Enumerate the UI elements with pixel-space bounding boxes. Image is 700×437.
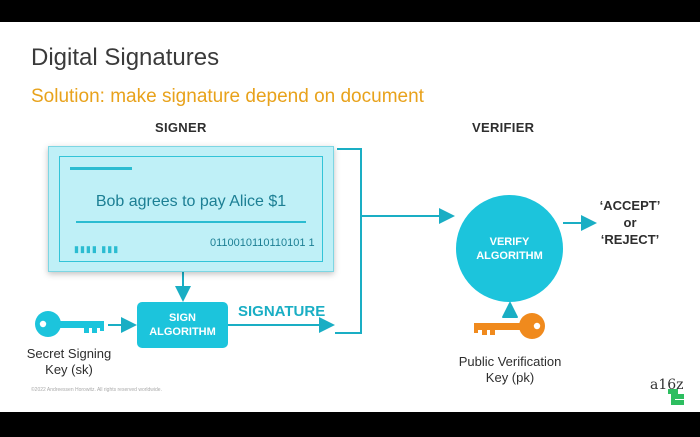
video-bottom-letterbox — [0, 412, 700, 437]
document-bits: 0110010110110101 1 — [210, 237, 315, 249]
signer-label: SIGNER — [155, 120, 207, 135]
verifier-label: VERIFIER — [472, 120, 535, 135]
key-icon — [474, 313, 545, 339]
result-reject: ‘REJECT’ — [600, 232, 660, 247]
document-divider — [76, 221, 306, 223]
result-text: ‘ACCEPT’ or ‘REJECT’ — [590, 197, 670, 248]
slide: Digital Signatures Solution: make signat… — [0, 22, 700, 412]
bracket-line — [335, 148, 362, 334]
subscribe-label[interactable]: SUBSCRIBE — [662, 405, 688, 410]
verify-algorithm-circle: VERIFY ALGORITHM — [456, 195, 563, 302]
public-key-label: Public Verification Key (pk) — [458, 354, 562, 385]
copyright-text: ©2022 Andreessen Horowitz. All rights re… — [31, 387, 162, 393]
techcrunch-logo[interactable] — [668, 389, 684, 405]
diagram-arrows — [35, 148, 597, 339]
document-text: Bob agrees to pay Alice $1 — [95, 193, 287, 210]
slide-subtitle: Solution: make signature depend on docum… — [31, 86, 424, 107]
key-icon — [35, 311, 104, 337]
slide-title: Digital Signatures — [31, 44, 220, 71]
document-header-bar — [70, 167, 132, 170]
result-accept: ‘ACCEPT’ — [599, 198, 661, 213]
document-ticks: ▮▮▮▮ ▮▮▮ — [74, 244, 120, 254]
secret-key-label: Secret Signing Key (sk) — [26, 346, 112, 377]
signature-label: SIGNATURE — [238, 303, 326, 320]
video-top-letterbox — [0, 0, 700, 22]
document-card: Bob agrees to pay Alice $1 ▮▮▮▮ ▮▮▮ 0110… — [48, 146, 334, 272]
result-or: or — [623, 215, 637, 230]
sign-algorithm-box: SIGN ALGORITHM — [137, 302, 228, 348]
